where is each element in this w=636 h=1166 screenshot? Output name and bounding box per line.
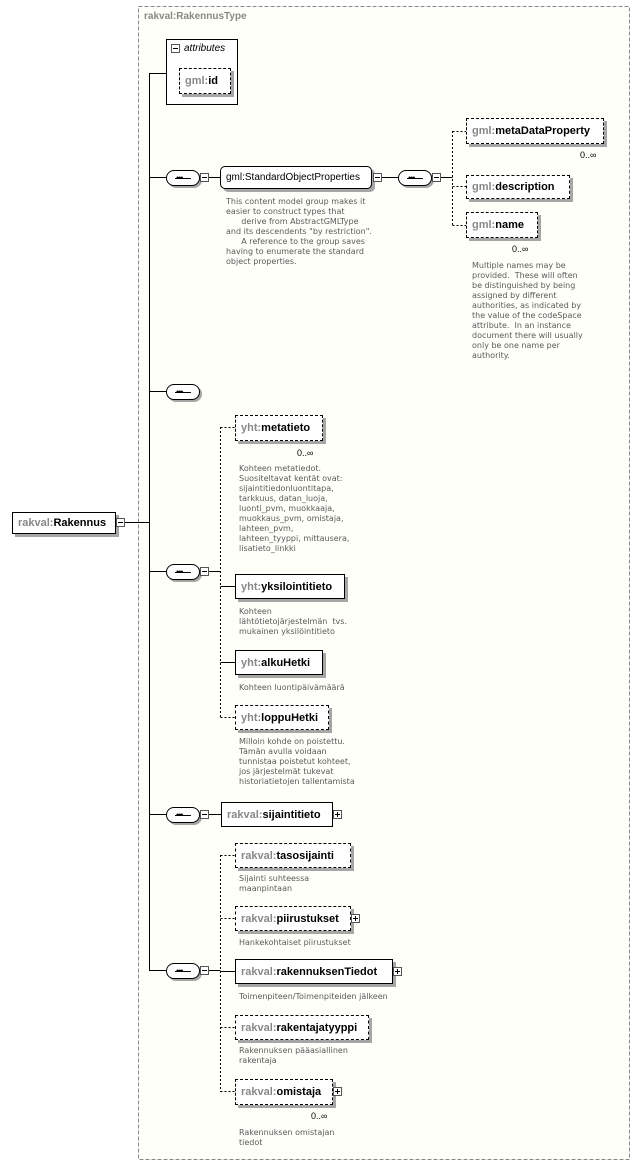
element-rakval-sijaintitieto[interactable]: rakval:sijaintitieto [221,802,333,827]
element-annotation: Rakennuksen pääasiallinen rakentaja [239,1046,348,1065]
sequence-compositor [166,564,200,580]
attribute-gml-id[interactable]: gml:id [179,68,231,94]
collapse-icon[interactable] [200,966,209,975]
element-annotation: Hankekohtaiset piirustukset [239,938,351,947]
attributes-label: attributes [184,43,226,54]
root-ns: rakval: [18,517,54,529]
element-annotation: Sijainti suhteessa maanpintaan [239,874,310,893]
element-annotation: Toimenpiteen/Toimenpiteiden jälkeen [239,992,388,1001]
attr-ns: gml: [185,75,209,87]
collapse-icon[interactable] [200,810,209,819]
sequence-compositor [166,963,200,979]
collapse-icon[interactable] [116,518,125,527]
root-name: Rakennus [53,517,107,529]
sequence-compositor [166,170,200,186]
element-annotation: Kohteen luontipäivämäärä [239,683,345,692]
type-title: rakval:RakennusType [144,11,247,22]
expand-icon[interactable] [393,967,402,976]
sequence-compositor [166,807,200,823]
element-annotation: Rakennuksen omistajan tiedot [239,1128,335,1147]
element-annotation: Multiple names may be provided. These wi… [472,261,583,360]
group-annotation: This content model group makes it easier… [226,197,372,266]
occurs-label: 0..∞ [512,244,529,254]
element-rakval-rakentajatyyppi[interactable]: rakval:rakentajatyyppi [235,1015,369,1040]
group-label: gml:StandardObjectProperties [226,172,360,183]
collapse-icon[interactable] [200,173,209,182]
element-yht-loppuhetki[interactable]: yht:loppuHetki [235,705,329,730]
element-gml-metadataproperty[interactable]: gml:metaDataProperty [466,118,604,144]
collapse-icon[interactable] [200,567,209,576]
expand-icon[interactable] [333,1087,342,1096]
group-standard-object-properties[interactable]: gml:StandardObjectProperties [220,166,372,189]
root-element-rakennus[interactable]: rakval:Rakennus [12,512,116,534]
element-gml-name[interactable]: gml:name [466,212,538,238]
expand-icon[interactable] [333,810,342,819]
element-annotation: Kohteen lähtötietojärjestelmän tvs. muka… [239,607,347,636]
element-annotation: Milloin kohde on poistettu. Tämän avulla… [239,737,355,786]
element-yht-alkuhetki[interactable]: yht:alkuHetki [235,650,323,675]
element-annotation: Kohteen metatiedot. Suositeltavat kentät… [239,464,350,553]
collapse-icon[interactable] [373,173,382,182]
sequence-compositor [398,170,432,186]
attr-name: id [208,75,219,87]
occurs-label: 0..∞ [580,150,597,160]
sequence-compositor [166,384,200,400]
element-rakval-tasosijainti[interactable]: rakval:tasosijainti [235,843,351,868]
element-yht-yksilointitieto[interactable]: yht:yksilointitieto [235,574,345,599]
expand-icon[interactable] [351,914,360,923]
occurs-label: 0..∞ [297,448,314,458]
collapse-icon[interactable] [432,173,441,182]
collapse-icon[interactable] [171,44,180,53]
element-rakval-rakennuksentiedot[interactable]: rakval:rakennuksenTiedot [235,959,393,984]
occurs-label: 0..∞ [311,1111,328,1121]
element-yht-metatieto[interactable]: yht:metatieto [235,415,323,441]
element-gml-description[interactable]: gml:description [466,175,570,199]
element-rakval-piirustukset[interactable]: rakval:piirustukset [235,906,351,931]
element-rakval-omistaja[interactable]: rakval:omistaja [235,1079,333,1105]
